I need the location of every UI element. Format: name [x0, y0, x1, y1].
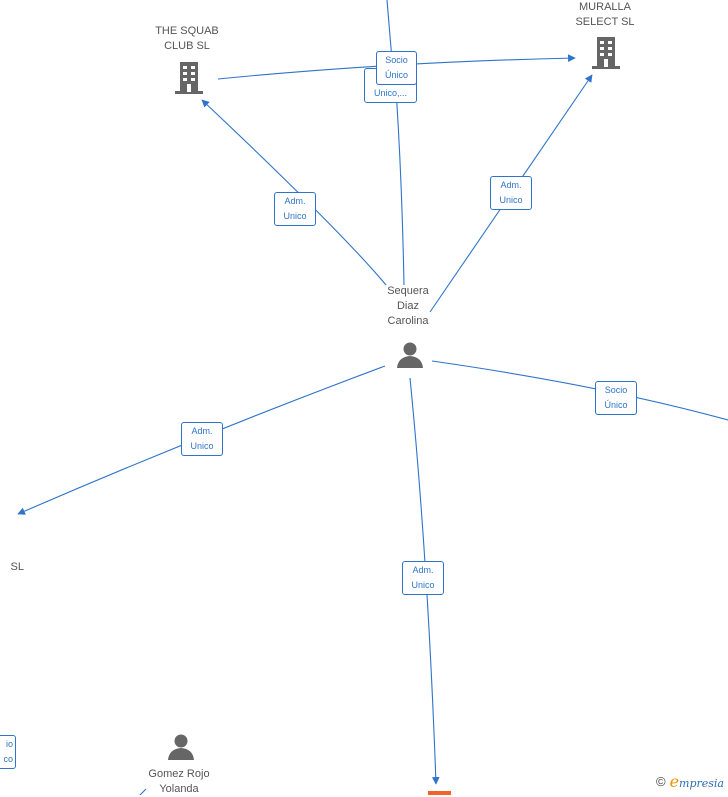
node-label-left-company[interactable]: SL — [10, 561, 24, 573]
edge-label-socio-unico: Socio Único — [376, 51, 417, 85]
edge-label-adm-unico: Adm. Unico — [274, 192, 316, 226]
copyright-icon: © — [655, 774, 666, 789]
edge-gomez-partial — [139, 788, 147, 795]
node-label-squab-club[interactable]: THE SQUAB CLUB SL — [155, 25, 219, 52]
building-icon — [590, 35, 622, 76]
empresia-logo-text: mpresia — [679, 777, 724, 790]
empresia-logo-initial: e — [669, 772, 680, 791]
node-label-muralla-select[interactable]: MURALLA SELECT SL — [575, 1, 635, 28]
node-label-gomez-rojo[interactable]: Gomez Rojo Yolanda — [148, 768, 210, 795]
edge-sequera-squab — [201, 99, 387, 286]
person-icon — [395, 340, 425, 375]
building-icon — [173, 60, 205, 101]
person-icon — [166, 732, 196, 767]
edge-label-partial: io co — [0, 735, 16, 769]
edge-sequera-top — [395, 89, 405, 286]
edge-top-vertical — [386, 0, 393, 61]
edge-label-adm-unico: Adm. Unico — [181, 422, 223, 456]
edge-label-socio-unico: Socio Único — [595, 381, 637, 415]
footer-brand: © empresia — [656, 772, 724, 791]
edge-label-adm-unico: Adm. Unico — [402, 561, 444, 595]
edge-sequera-right — [431, 360, 728, 421]
node-label-sequera-diaz[interactable]: Sequera Diaz Carolina — [387, 285, 429, 327]
edge-label-adm-unico: Adm. Unico — [490, 176, 532, 210]
bottom-company-marker — [428, 791, 451, 795]
